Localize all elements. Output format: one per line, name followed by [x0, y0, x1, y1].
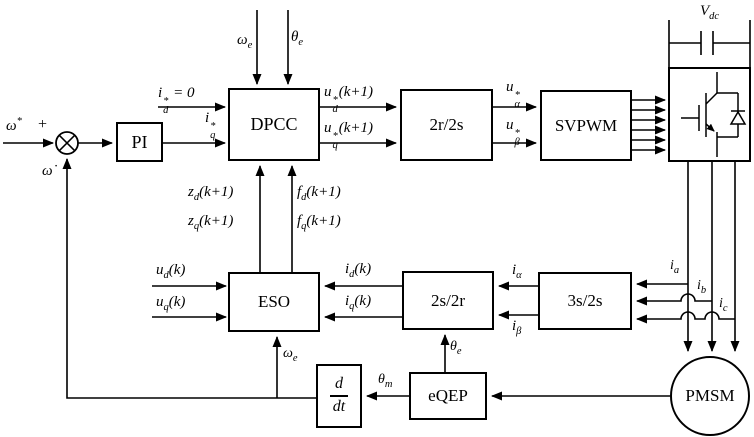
block-svpwm-label: SVPWM: [554, 115, 618, 135]
label-id-ref: i*d = 0: [158, 85, 195, 116]
label-ibeta: iβ: [512, 318, 522, 337]
block-pmsm-label: PMSM: [685, 386, 735, 405]
label-ialpha: iα: [512, 262, 522, 281]
block-eso-label: ESO: [257, 292, 291, 311]
label-iq-ref: i*q: [205, 110, 216, 141]
label-vdc: Vdc: [700, 3, 720, 22]
fraction-bar: [330, 395, 348, 397]
block-3s2s-label: 3s/2s: [567, 291, 603, 310]
block-3s2s: 3s/2s: [538, 272, 632, 330]
label-ia: ia: [670, 258, 680, 276]
label-uq-k: uq(k): [156, 294, 186, 313]
label-theta-e-feedback: θe: [450, 339, 462, 357]
label-ubeta-ref: u*β: [506, 117, 520, 148]
block-pi: PI: [116, 122, 163, 162]
summing-junction: [55, 131, 79, 155]
dc-link-capacitor-icon: [669, 31, 750, 55]
block-2s2r-label: 2s/2r: [431, 290, 465, 310]
block-derivative: d dt: [316, 364, 362, 428]
label-zd-estimate: zd(k+1): [188, 184, 234, 203]
label-uq-ref: u*q(k+1): [324, 120, 374, 151]
label-fq-estimate: fq(k+1): [297, 213, 341, 232]
block-2s2r: 2s/2r: [402, 271, 494, 330]
label-ib: ib: [697, 278, 707, 296]
label-zq-estimate: zq(k+1): [188, 213, 234, 232]
label-omega-e-top: ωe: [237, 32, 253, 51]
label-ic: ic: [719, 296, 728, 314]
wire-speed-feedback: [62, 158, 316, 399]
block-2r2s-label: 2r/2s: [429, 115, 464, 134]
dc-link-rails: [668, 20, 751, 68]
block-eqep: eQEP: [409, 372, 487, 420]
label-theta-e-top: θe: [291, 29, 304, 48]
label-omega-feedback: ω̇: [42, 163, 53, 179]
block-pi-label: PI: [131, 131, 148, 152]
label-ud-k: ud(k): [156, 262, 186, 281]
label-omega-e-bottom: ωe: [283, 346, 298, 364]
label-plus-sign: +: [38, 116, 48, 133]
label-iq-k: iq(k): [345, 293, 372, 312]
derivative-fraction: d dt: [330, 375, 348, 416]
derivative-numerator: d: [335, 375, 343, 393]
block-2r2s: 2r/2s: [400, 89, 493, 161]
block-svpwm: SVPWM: [540, 90, 632, 161]
label-fd-estimate: fd(k+1): [297, 184, 341, 203]
label-id-k: id(k): [345, 261, 372, 280]
label-omega-ref: ω*: [6, 116, 22, 134]
block-pmsm: PMSM: [670, 356, 750, 436]
block-eso: ESO: [228, 272, 320, 332]
inverter-block: [668, 20, 751, 162]
wires-gate-signals: [632, 95, 666, 155]
igbt-with-diode-icon: [681, 72, 747, 157]
block-dpcc-label: DPCC: [250, 114, 298, 134]
block-eqep-label: eQEP: [428, 386, 468, 405]
wires-three-phase: [683, 161, 740, 352]
label-ud-ref: u*d(k+1): [324, 84, 374, 115]
label-theta-m: θm: [378, 372, 393, 390]
wire-ic-tap: [636, 311, 735, 324]
derivative-denominator: dt: [332, 398, 346, 415]
label-ualpha-ref: u*α: [506, 79, 521, 110]
block-dpcc: DPCC: [228, 88, 320, 161]
wire-ib-tap: [636, 293, 712, 306]
